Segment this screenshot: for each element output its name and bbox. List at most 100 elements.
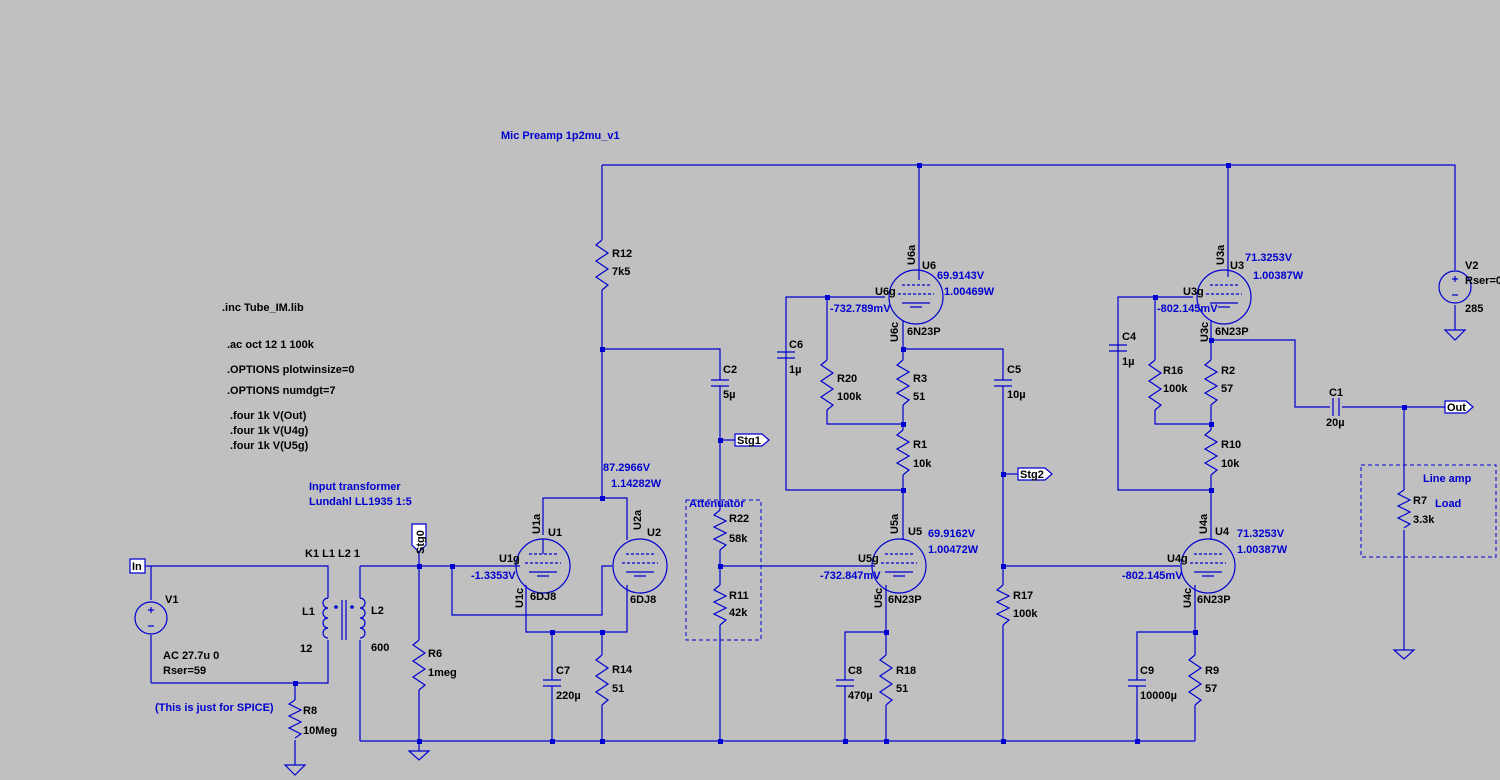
component-value: 12 [300, 643, 312, 655]
tube-U4[interactable] [1180, 538, 1236, 594]
op-point-power: 1.00469W [944, 286, 995, 298]
component-value: 20µ [1326, 417, 1345, 429]
net-flag-in[interactable]: In [129, 558, 146, 574]
component-value: 285 [1465, 303, 1483, 315]
component-name: L2 [371, 605, 384, 617]
resistor-R9[interactable] [1187, 654, 1203, 706]
spice-directive[interactable]: .four 1k V(U4g) [230, 425, 309, 437]
component-name: R16 [1163, 365, 1183, 377]
capacitor-C7[interactable] [543, 665, 561, 700]
component-value: 100k [1013, 608, 1038, 620]
spice-directive[interactable]: .four 1k V(Out) [230, 410, 307, 422]
component-value: 10k [913, 458, 932, 470]
component-name: R8 [303, 705, 317, 717]
capacitor-C1[interactable] [1332, 398, 1340, 416]
resistor-R16[interactable] [1147, 359, 1163, 411]
op-point-grid-voltage: -802.145mV [1157, 303, 1218, 315]
component-name: C7 [556, 665, 570, 677]
resistor-R1[interactable] [895, 429, 911, 476]
tube-U3[interactable] [1196, 269, 1252, 325]
net-flag-out[interactable]: Out [1444, 400, 1474, 414]
resistor-R20[interactable] [819, 359, 835, 411]
net-flag-stg1[interactable]: Stg1 [734, 433, 770, 447]
resistor-R2[interactable] [1203, 359, 1219, 406]
component-name: U3 [1230, 260, 1244, 272]
capacitor-C4[interactable] [1109, 344, 1127, 352]
pin-label: U4g [1167, 553, 1188, 565]
coupling-directive[interactable]: K1 L1 L2 1 [305, 548, 360, 560]
spice-directive[interactable]: .four 1k V(U5g) [230, 440, 309, 452]
spice-directive[interactable]: .ac oct 12 1 100k [227, 339, 315, 351]
pin-label: U1g [499, 553, 520, 565]
voltage-source-V2[interactable] [1438, 270, 1472, 304]
component-value: 10Meg [303, 725, 337, 737]
component-value: 6N23P [1197, 594, 1231, 606]
component-name: V1 [165, 594, 178, 606]
inductor-L2[interactable] [359, 597, 366, 639]
spice-directive[interactable]: .OPTIONS numdgt=7 [227, 385, 335, 397]
net-flag-stg0[interactable]: Stg0 [411, 523, 427, 554]
component-name: U1 [548, 527, 562, 539]
op-point-power: 1.14282W [611, 478, 662, 490]
resistor-R3[interactable] [895, 359, 911, 406]
resistor-R11[interactable] [712, 584, 728, 626]
component-name: R6 [428, 648, 442, 660]
tube-U6[interactable] [888, 269, 944, 325]
capacitor-C5[interactable] [994, 375, 1012, 395]
comment-spice-only: (This is just for SPICE) [155, 702, 274, 714]
comment-load: Load [1435, 498, 1461, 510]
component-name: R18 [896, 665, 916, 677]
component-value: Rser=0 [1465, 275, 1500, 287]
component-name: R2 [1221, 365, 1235, 377]
net-flag-stg2[interactable]: Stg2 [1017, 467, 1053, 481]
tube-U2[interactable] [612, 538, 668, 594]
component-value: 6DJ8 [530, 591, 556, 603]
pin-label: U4a [1198, 513, 1210, 534]
transformer-core [334, 600, 354, 640]
resistor-R18[interactable] [878, 654, 894, 706]
resistor-R8[interactable] [287, 699, 303, 739]
pin-label: U5c [873, 588, 885, 608]
component-value: 600 [371, 642, 389, 654]
capacitor-C9[interactable] [1128, 665, 1146, 700]
component-value: 10k [1221, 458, 1240, 470]
component-name: C9 [1140, 665, 1154, 677]
resistor-R12[interactable] [594, 239, 610, 291]
op-point-grid-voltage: -802.145mV [1122, 570, 1183, 582]
tube-U5[interactable] [871, 538, 927, 594]
spice-directive[interactable]: .inc Tube_IM.lib [222, 302, 304, 314]
comment-input-transformer: Input transformer [309, 481, 401, 493]
pin-label: U3g [1183, 286, 1204, 298]
inductor-L1[interactable] [322, 597, 329, 639]
net-label-in: In [132, 561, 142, 573]
spice-directive[interactable]: .OPTIONS plotwinsize=0 [227, 364, 354, 376]
resistor-R10[interactable] [1203, 429, 1219, 476]
capacitor-C6[interactable] [777, 351, 795, 359]
capacitor-C2[interactable] [711, 375, 729, 395]
resistor-R6[interactable] [411, 639, 427, 691]
component-value: 6N23P [888, 594, 922, 606]
component-name: U4 [1215, 526, 1230, 538]
component-name: V2 [1465, 260, 1478, 272]
tube-U1[interactable] [515, 538, 571, 594]
component-value: 5µ [723, 389, 735, 401]
component-value: 100k [1163, 383, 1188, 395]
capacitor-C8[interactable] [836, 665, 854, 700]
component-name: C4 [1122, 331, 1137, 343]
component-name: R17 [1013, 590, 1033, 602]
net-label-stg1: Stg1 [737, 435, 761, 447]
ground-icon [1443, 329, 1467, 341]
component-name: L1 [302, 606, 315, 618]
resistor-R22[interactable] [712, 509, 728, 551]
component-value: 6N23P [1215, 326, 1249, 338]
component-name: R12 [612, 248, 632, 260]
resistor-R14[interactable] [594, 654, 610, 706]
resistor-R17[interactable] [995, 584, 1011, 626]
component-value: 58k [729, 533, 748, 545]
component-value: 42k [729, 607, 748, 619]
component-name: C5 [1007, 364, 1021, 376]
resistor-R7[interactable] [1396, 489, 1412, 529]
voltage-source-V1[interactable] [134, 601, 168, 635]
op-point-voltage: 71.3253V [1245, 252, 1293, 264]
